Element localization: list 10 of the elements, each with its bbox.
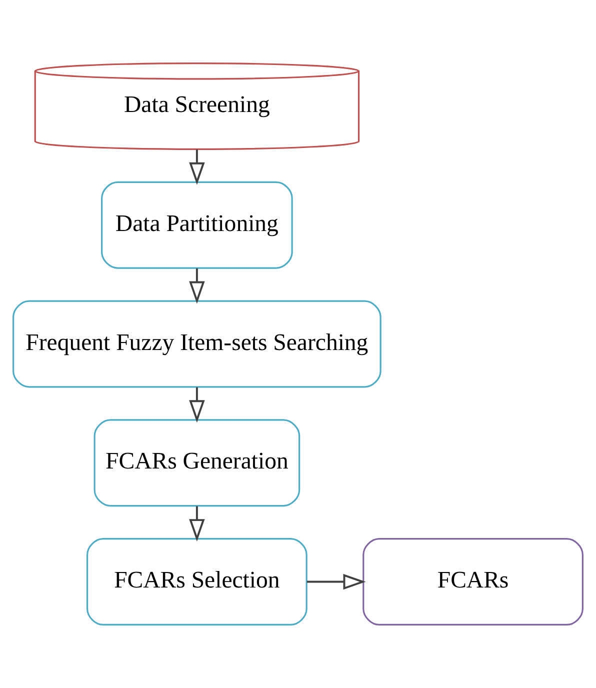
node-box: FCARs Generation — [94, 419, 300, 507]
node-box: FCARs — [362, 538, 584, 626]
node-box: Data Partitioning — [101, 181, 293, 269]
arrow — [189, 150, 205, 185]
node-box: Frequent Fuzzy Item-sets Searching — [12, 300, 382, 388]
arrow — [189, 268, 205, 304]
arrow — [189, 506, 205, 542]
node-box: FCARs Selection — [86, 538, 308, 626]
arrow — [306, 574, 366, 590]
arrow — [189, 387, 205, 423]
